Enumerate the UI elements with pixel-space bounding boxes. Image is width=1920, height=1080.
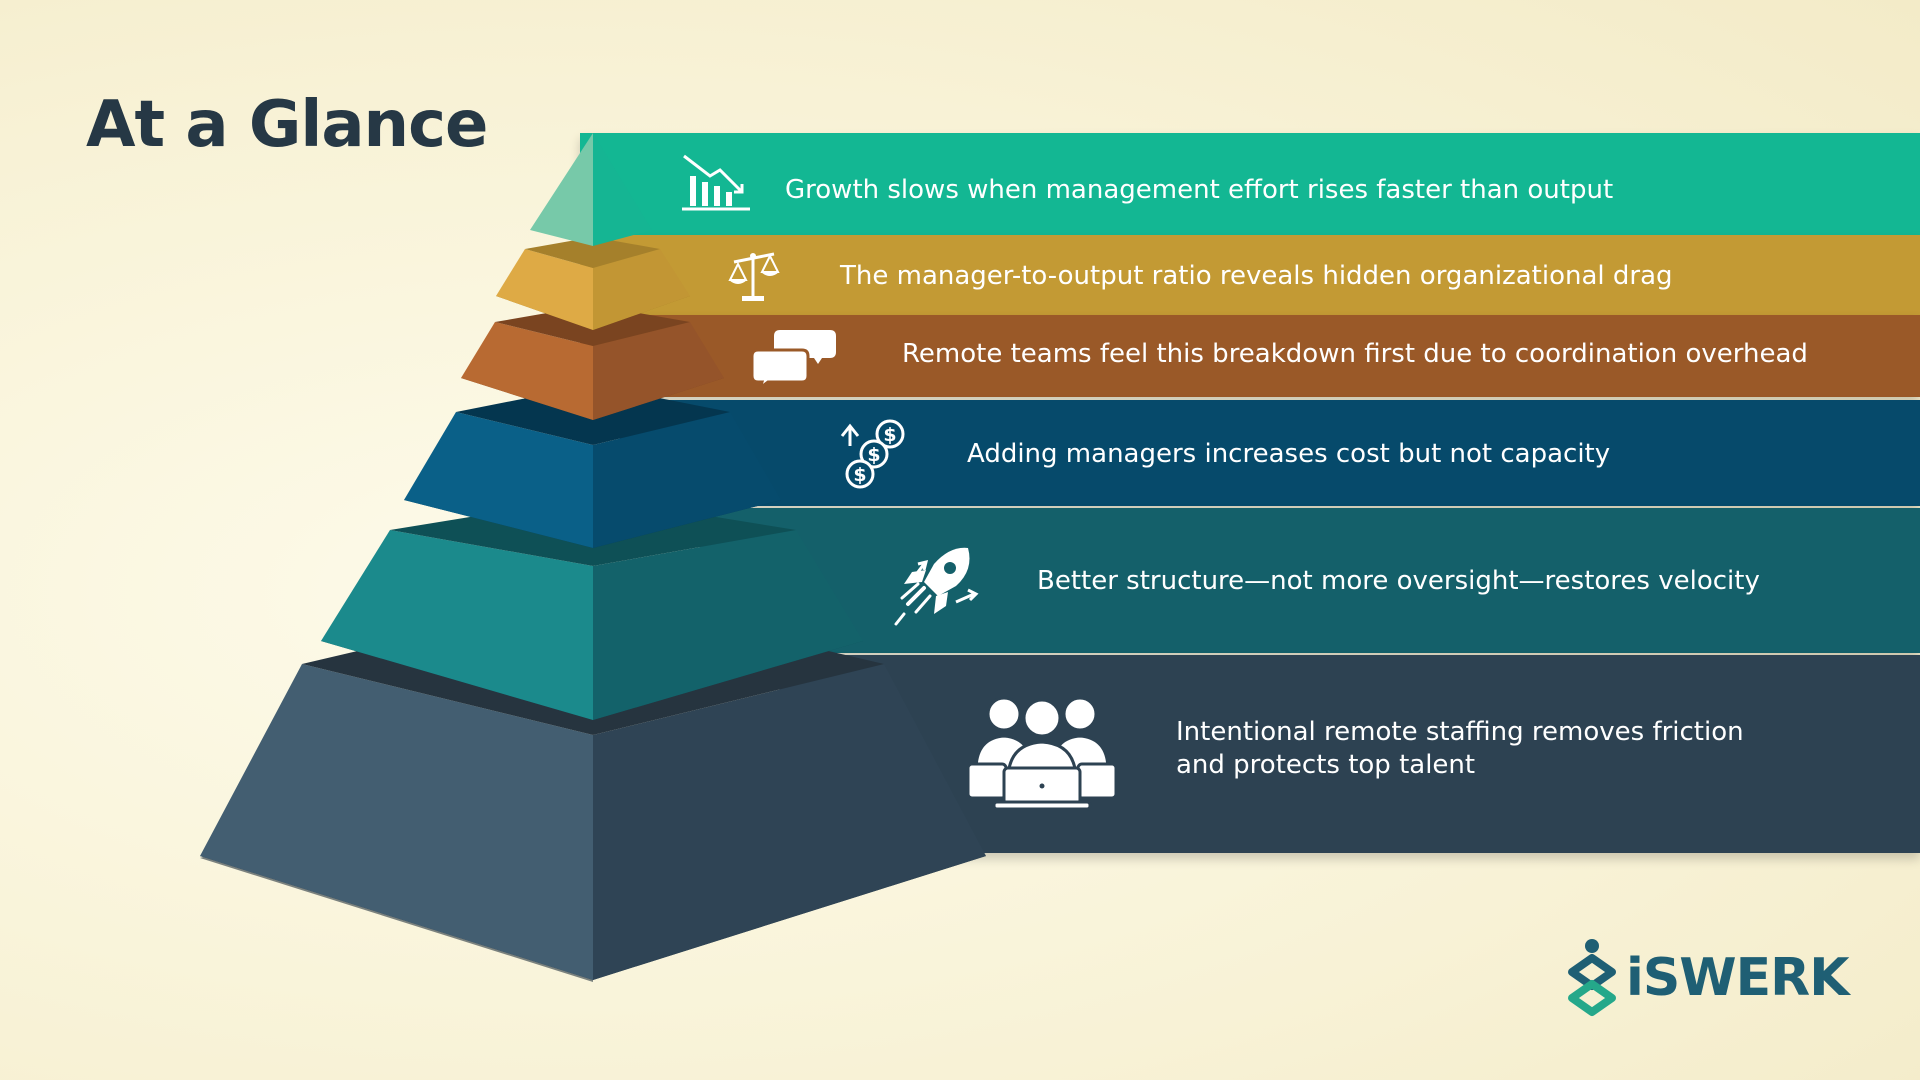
declining-bar-chart-icon xyxy=(682,154,750,211)
tier-6-text-line-1: Intentional remote staffing removes fric… xyxy=(1176,717,1744,747)
chat-bubbles-icon xyxy=(750,330,836,390)
tier-1-text: Growth slows when management effort rise… xyxy=(785,175,1614,205)
rocket-icon xyxy=(894,547,979,626)
balance-scale-icon xyxy=(728,252,780,301)
svg-text:$: $ xyxy=(867,444,880,466)
svg-text:$: $ xyxy=(853,464,866,486)
tier-4-text: Adding managers increases cost but not c… xyxy=(967,439,1611,469)
svg-text:$: $ xyxy=(883,424,896,446)
tier-5-text: Better structure—not more oversight—rest… xyxy=(1037,566,1760,596)
tier-band-6 xyxy=(780,655,1920,853)
brand-logo: iSWERK xyxy=(1560,938,1850,1028)
team-laptop-icon xyxy=(966,696,1118,811)
rising-dollar-coins-icon: $ $ $ xyxy=(840,419,905,489)
pyramid-diagram xyxy=(200,133,986,982)
tier-3-text: Remote teams feel this breakdown first d… xyxy=(902,339,1808,369)
tier-band-2 xyxy=(580,235,1920,315)
brand-name: iSWERK xyxy=(1626,948,1849,1008)
page-title: At a Glance xyxy=(86,88,488,162)
tier-band-5 xyxy=(700,508,1920,653)
tier-band-1 xyxy=(580,133,1920,235)
tier-2-text: The manager-to-output ratio reveals hidd… xyxy=(840,261,1673,291)
pyramid-tier-2 xyxy=(496,237,690,330)
iswerk-logo-mark-icon xyxy=(1568,939,1616,1016)
pyramid-tier-3 xyxy=(461,305,724,420)
tier-6-text-line-2: and protects top talent xyxy=(1176,750,1476,780)
tier-band-4 xyxy=(620,400,1920,506)
pyramid-tier-1 xyxy=(530,133,652,246)
